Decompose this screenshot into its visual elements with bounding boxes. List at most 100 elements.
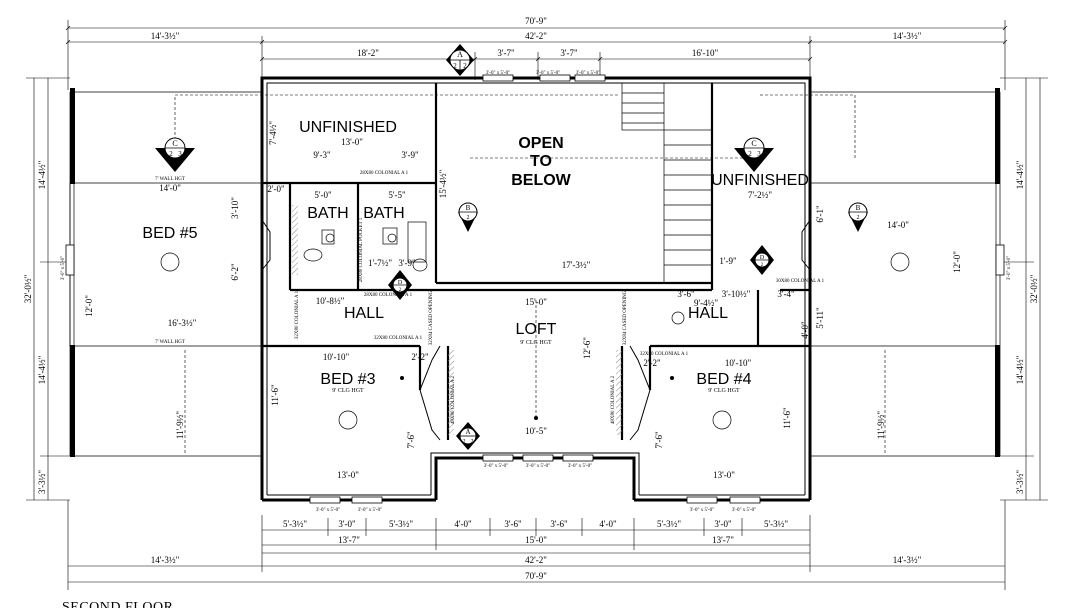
dim: 7'-4½" [268,121,278,145]
dim: 3'-9" [401,150,419,160]
dim: 7'-6" [406,431,416,449]
dim-bot-15-0: 15'-0" [525,535,547,545]
dim: 3'-10" [230,197,240,219]
dim-top-overall: 70'-9" [525,16,547,26]
dim-bot-left: 14'-3½" [151,555,180,565]
door-note: 28X80 COLONIAL A 1 [360,171,409,176]
closet-hatch [292,205,298,275]
window-note: 3'-0" x 5'-0" [526,464,550,469]
wall-right-outer [995,88,1000,184]
dim-top-right: 14'-3½" [893,31,922,41]
side-dimension-lines [26,77,1048,501]
dim: 3'-10½" [722,289,751,299]
dim: 17'-3½" [562,260,591,270]
dim-bot-right: 14'-3½" [893,555,922,565]
window-note: 3'-0" x 5'-0" [568,464,592,469]
marker-num: 2 [453,62,457,70]
marker-num: 2 [463,62,467,70]
dim-top-mid: 42'-2" [525,31,547,41]
dim: 5'-5" [388,190,406,200]
window-note: 3'-0" x 5'-0" [576,71,600,76]
dim: 6'-2" [230,263,240,281]
marker-letter: D [760,255,765,261]
door-note: 32X84 CASED OPENING [623,290,628,345]
door-note: 32X80 COLONIAL A 1 [640,352,689,357]
window-note: 3'-0" x 5'-0" [358,508,382,513]
window-note: 3'-0" x 5'-0" [732,508,756,513]
door-note: 30X80 COLONIAL A 1 [776,279,825,284]
dim: 6'-1" [815,205,825,223]
ceiling-label-bed4: 9' CLG HGT [708,388,740,394]
dim-bot-g: 4'-0" [599,519,617,529]
dim: 3'-9" [398,258,416,268]
dim-bot-13-7a: 13'-7" [338,535,360,545]
dim: 12'-0" [84,295,94,317]
room-label-hall-left: HALL [344,305,384,322]
closet-hatch [448,350,454,435]
section-marker-d-right: D 2 [750,245,774,275]
marker-num: 2 [467,215,470,221]
dim: 2'-2" [643,358,661,368]
dim: 15'-0" [525,297,547,307]
dim-bot-13-7b: 13'-7" [712,535,734,545]
dim: 2'-0" [267,184,285,194]
dim: 11'-6" [782,407,792,429]
room-label-bed5: BED #5 [142,225,197,242]
section-marker-d-left: D 2 [388,270,412,300]
section-marker-a-top: A 2 2 [446,44,474,76]
marker-num: 3 [757,150,761,158]
top-dimension-lines [65,20,1008,90]
dim-left-top: 14'-4½" [37,160,47,189]
dim: 9'-3" [313,150,331,160]
dim-right-mid: 14'-4½" [1015,355,1025,384]
door-note: 48X80 COLONIAL A 2 [451,375,456,424]
dim: 4'-0" [800,321,810,339]
window-note: 3'-0" x 5'-0" [484,464,508,469]
dim: 2'-2" [411,352,429,362]
section-marker-c-left: C 2 3 [155,137,195,172]
window-note: 3'-0" x 5'-0" [61,256,66,280]
dim: 7'-6" [654,431,664,449]
dim-right-bot: 3'-3½" [1015,470,1025,494]
window-note: 3'-0" x 5'-0" [486,71,510,76]
dim: 10'-10" [725,358,752,368]
dim-left-bot: 3'-3½" [37,470,47,494]
dim-bot-a: 5'-3½" [283,519,307,529]
dim: 5'-11" [815,307,825,329]
wall-height-label: 7' WALL HGT [155,340,185,345]
dim-bot-overall: 70'-9" [525,571,547,581]
dashed-lines [174,94,886,455]
dim: 15'-4½" [438,169,448,198]
door-note: 32X84 CASED OPENING [429,290,434,345]
dim-bot-h: 5'-3½" [657,519,681,529]
room-label-loft: LOFT [516,321,557,338]
windows [65,74,1005,504]
marker-letter: B [466,204,471,212]
dim: 10'-10" [323,352,350,362]
dim: 12'-6" [582,337,592,359]
marker-num: 2 [399,288,402,293]
dim-bot-b: 3'-0" [338,519,356,529]
dim-left-overall: 32'-0½" [23,274,33,303]
bottom-dimension-lines [67,500,1006,590]
dim-18-2: 18'-2" [357,48,379,58]
dim-bot-mid: 42'-2" [525,555,547,565]
dim-bot-i: 3'-0" [714,519,732,529]
window-note: 3'-0" x 5'-0" [690,508,714,513]
section-marker-c-right: C 2 3 [734,137,774,172]
dim-bot-j: 5'-3½" [764,519,788,529]
wall-right-outer [995,345,1000,457]
closet-hatch [616,350,622,435]
marker-num: 2 [169,150,173,158]
marker-num: 2 [857,215,860,221]
dim: 1'-9" [719,256,737,266]
ceiling-label-loft: 9' CLG HGT [520,340,552,346]
dim: 12'-0" [952,251,962,273]
marker-letter: A [457,50,463,59]
drawing-title: SECOND FLOOR [62,600,174,608]
room-label-bed4: BED #4 [696,371,751,388]
dim-bot-d: 4'-0" [454,519,472,529]
marker-num: 3 [178,150,182,158]
window-note: 3'-0" x 5'-0" [316,508,340,513]
